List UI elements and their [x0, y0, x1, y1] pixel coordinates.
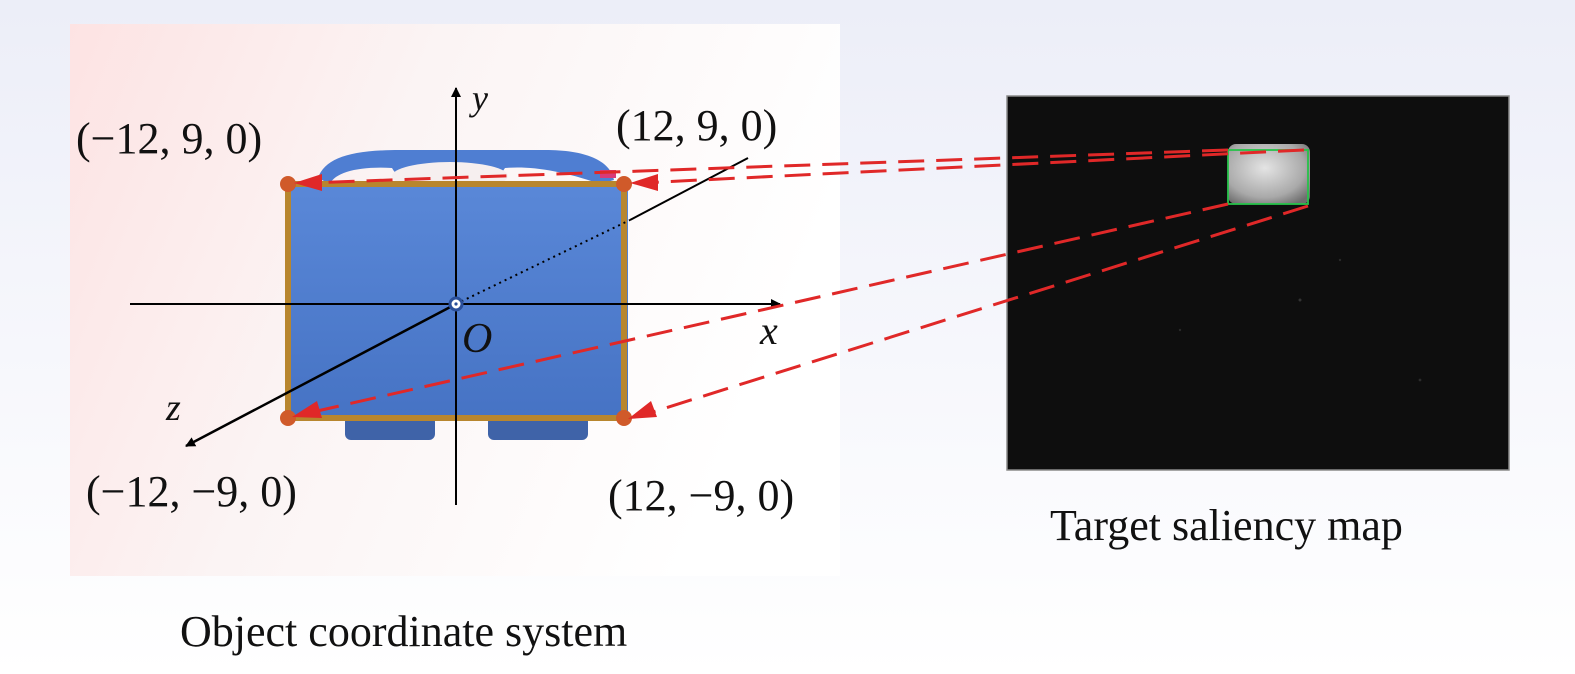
x-axis-label: x	[759, 308, 778, 353]
saliency-detection-box	[1227, 149, 1309, 205]
corner-dot-top-right	[616, 176, 632, 192]
z-axis-label: z	[165, 387, 181, 429]
y-axis-label: y	[469, 78, 488, 118]
corner-dot-bottom-right	[616, 410, 632, 426]
corner-label-top-right: (12, 9, 0)	[616, 101, 777, 150]
projection-lines	[303, 148, 1309, 418]
corner-label-top-left: (−12, 9, 0)	[76, 114, 262, 163]
corner-label-bottom-right: (12, −9, 0)	[608, 471, 794, 520]
caption-object-coordinate-system: Object coordinate system	[180, 607, 627, 656]
origin-label: O	[462, 316, 492, 362]
saliency-map-image	[1006, 95, 1510, 471]
corner-label-bottom-left: (−12, −9, 0)	[86, 467, 297, 516]
z-axis	[185, 302, 457, 448]
projection-arrowheads	[292, 174, 658, 419]
caption-target-saliency-map: Target saliency map	[1050, 501, 1403, 550]
suitcase-image	[288, 150, 628, 440]
z-axis-back-dotted	[455, 219, 631, 305]
corner-dot-bottom-left	[280, 410, 296, 426]
corner-dot-top-left	[280, 176, 296, 192]
